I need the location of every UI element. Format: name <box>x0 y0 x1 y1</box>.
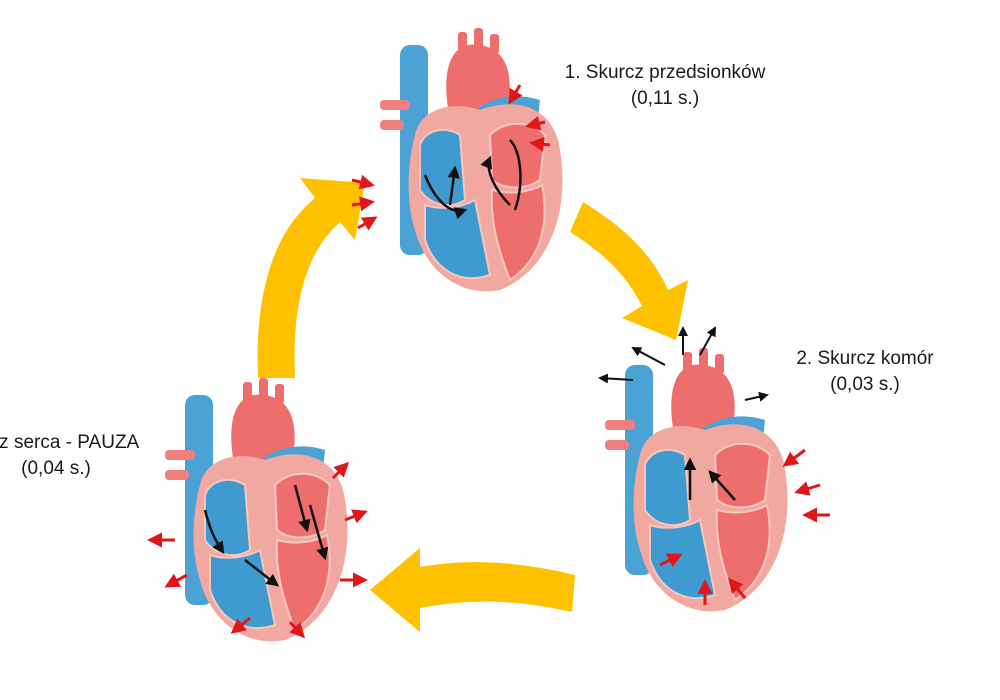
phase-3-label: urcz serca - PAUZA (0,04 s.) <box>0 430 172 482</box>
heart-phase-2-ventricular-contraction <box>598 326 830 613</box>
phase-1-label: 1. Skurcz przedsionków (0,11 s.) <box>545 60 785 112</box>
contraction-arrows-phase-1 <box>351 84 551 231</box>
phase-2-title: 2. Skurcz komór <box>796 348 934 369</box>
phase-2-duration: (0,03 s.) <box>830 374 900 395</box>
flow-arrows-phase-3 <box>203 484 329 587</box>
contraction-arrows-phase-2 <box>659 448 830 605</box>
phase-1-title: 1. Skurcz przedsionków <box>564 62 766 83</box>
heart-phase-1-atrial-contraction <box>351 27 564 293</box>
ejection-arrows-phase-2 <box>598 326 769 402</box>
heart-phase-3-pause <box>147 377 368 643</box>
cycle-arrow-to-phase-2 <box>570 202 688 340</box>
flow-arrows-phase-2 <box>683 457 736 501</box>
cycle-arrow-to-phase-3 <box>370 548 575 632</box>
phase-3-duration: (0,04 s.) <box>21 458 91 479</box>
phase-2-label: 2. Skurcz komór (0,03 s.) <box>770 346 960 398</box>
relaxation-arrows-phase-3 <box>147 461 368 639</box>
flow-arrows-phase-1 <box>423 139 522 220</box>
cycle-arrow-to-phase-1 <box>257 178 365 378</box>
phase-1-duration: (0,11 s.) <box>630 88 700 109</box>
phase-3-title: urcz serca - PAUZA <box>0 432 140 453</box>
